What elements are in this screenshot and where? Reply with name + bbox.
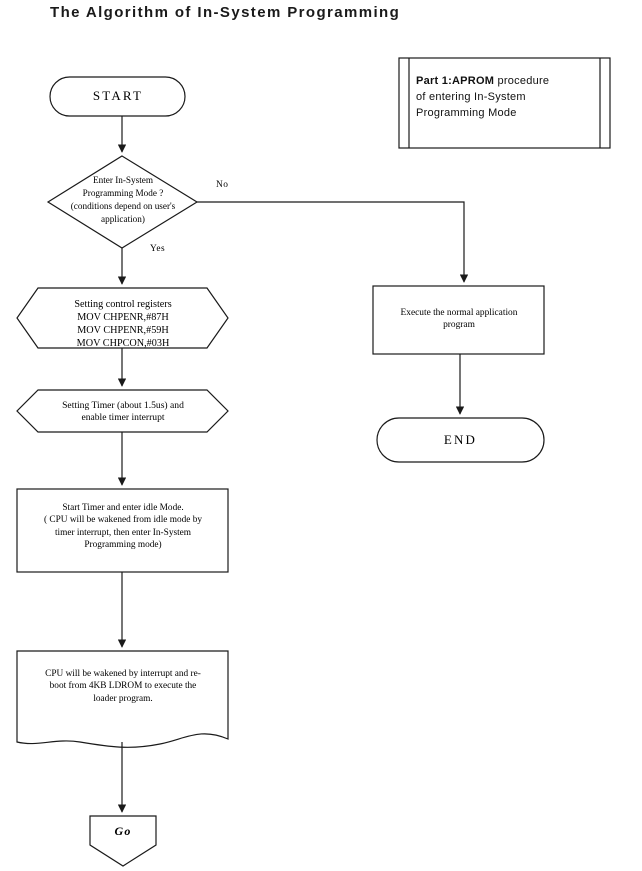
part-1-note-line-3: Programming Mode	[416, 106, 517, 119]
reboot-document-shape	[16, 650, 229, 748]
part-1-note-rest: procedure	[494, 75, 550, 87]
start-terminator-shape	[49, 76, 186, 117]
part-1-note-bold: Part 1:APROM	[416, 75, 495, 87]
go-pentagon-shape	[89, 815, 157, 867]
part-1-note-text: Part 1:APROM procedure of entering In-Sy…	[416, 74, 596, 122]
decision-diamond-shape	[46, 155, 199, 249]
start-timer-rect-shape	[16, 488, 229, 573]
page-title: The Algorithm of In-System Programming	[50, 4, 401, 21]
execute-app-rect-shape	[372, 285, 545, 355]
edge-decision-no-to-execute	[197, 201, 469, 283]
part-1-note-shape	[398, 57, 611, 149]
set-registers-hexagon-shape	[16, 287, 229, 349]
set-timer-hexagon-shape	[16, 389, 229, 433]
edge-label-yes: Yes	[150, 244, 166, 254]
end-terminator-shape	[376, 417, 545, 463]
edge-label-no: No	[216, 180, 229, 190]
part-1-note-line-1: Part 1:APROM procedure	[416, 74, 596, 90]
part-1-note-line-2: of entering In-System	[416, 90, 526, 103]
